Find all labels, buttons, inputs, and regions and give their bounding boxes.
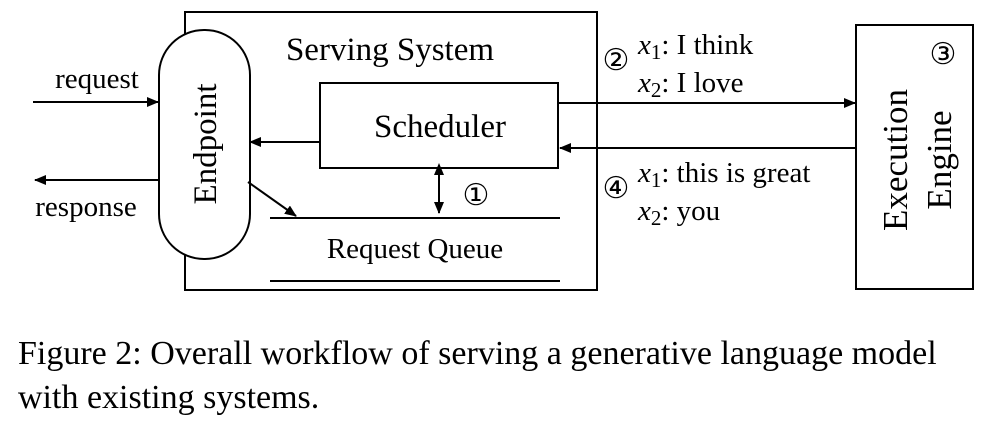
output-x1-sub: 1 xyxy=(651,168,662,192)
input-x2-line: x2: I love xyxy=(637,67,744,102)
response-label: response xyxy=(35,191,136,223)
endpoint-to-queue-arrow xyxy=(247,181,297,217)
step1-marker: ① xyxy=(463,179,490,212)
output-x1-text: : this is great xyxy=(661,157,810,189)
step4-marker: ④ xyxy=(603,172,630,205)
output-x1-var: x xyxy=(637,157,651,189)
output-x2-sub: 2 xyxy=(651,206,662,230)
input-x2-text: : I love xyxy=(661,67,743,99)
serving-system-label: Serving System xyxy=(286,32,494,68)
input-x1-line: x1: I think xyxy=(637,29,754,64)
input-x1-text: : I think xyxy=(661,29,753,61)
figure-caption: Figure 2: Overall workflow of serving a … xyxy=(18,335,937,416)
execution-engine-label-line2: Engine xyxy=(920,110,959,209)
output-x2-line: x2: you xyxy=(637,195,720,230)
input-x2-var: x xyxy=(637,67,651,99)
step3-marker: ③ xyxy=(930,38,957,71)
step2-marker: ② xyxy=(603,44,630,77)
input-x1-var: x xyxy=(637,29,651,61)
output-x2-var: x xyxy=(637,195,651,227)
request-queue-label: Request Queue xyxy=(327,233,503,265)
output-x2-text: : you xyxy=(661,195,720,227)
endpoint-label: Endpoint xyxy=(188,84,224,205)
scheduler-label: Scheduler xyxy=(374,109,506,145)
output-x1-line: x1: this is great xyxy=(637,157,810,192)
request-label: request xyxy=(55,63,139,95)
workflow-diagram: Serving System Endpoint Scheduler Reques… xyxy=(33,11,974,291)
input-x1-sub: 1 xyxy=(651,40,662,64)
execution-engine-box xyxy=(855,24,974,290)
input-x2-sub: 2 xyxy=(651,78,662,102)
execution-engine-label-line1: Execution xyxy=(876,89,915,231)
